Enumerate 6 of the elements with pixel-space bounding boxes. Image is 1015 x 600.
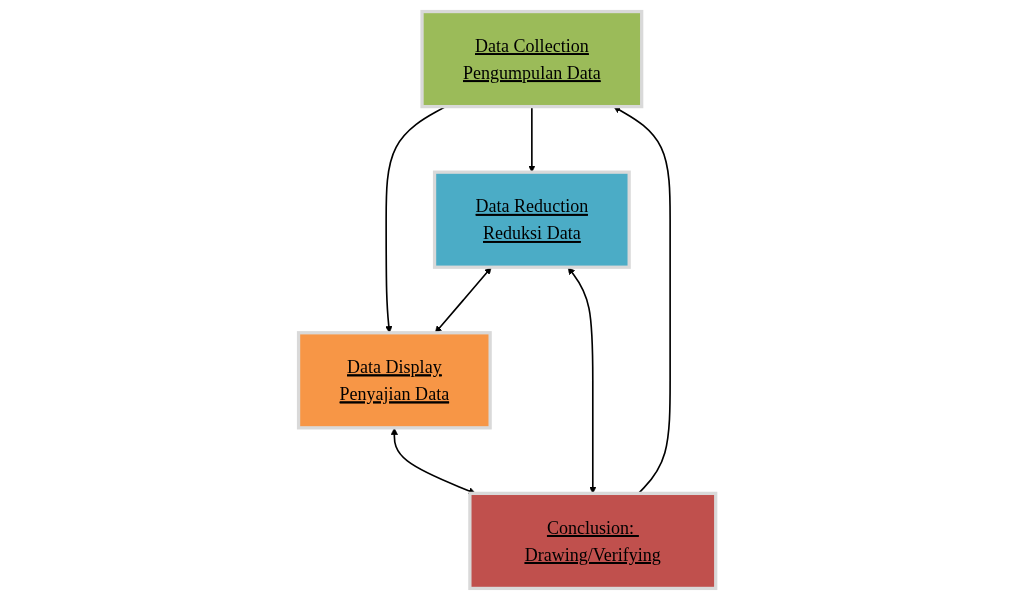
arrow [391,427,477,495]
node-box: Conclusion: Drawing/Verifying [468,491,718,591]
node-box: Data Collection Pengumpulan Data [420,9,644,109]
arrow [568,267,597,494]
node-box: Data Display Penyajian Data [297,331,493,430]
node-box: Data Reduction Reduksi Data [433,170,632,269]
